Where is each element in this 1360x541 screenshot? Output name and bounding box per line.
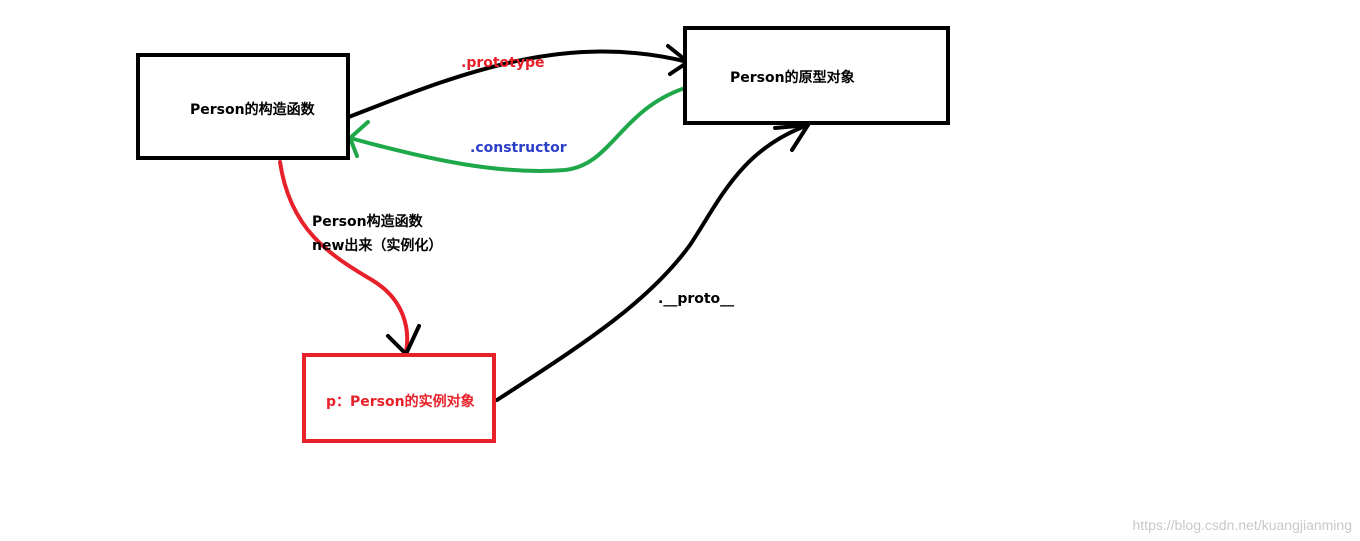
watermark: https://blog.csdn.net/kuangjianming [1132, 517, 1352, 533]
instance-node: p：Person的实例对象 [302, 353, 496, 443]
prototype-arrow [344, 49, 690, 120]
new-edge-label: Person构造函数 new出来（实例化） [312, 210, 442, 258]
new-arrow [278, 160, 410, 354]
constructor-node-label: Person的构造函数 [190, 102, 315, 118]
instance-node-label: p：Person的实例对象 [326, 394, 475, 410]
constructor-node: Person的构造函数 [136, 53, 350, 160]
constructor-edge-label: .constructor [470, 140, 567, 156]
proto-edge-label: .__proto__ [658, 291, 735, 307]
constructor-arrow [348, 86, 687, 173]
proto-arrow [495, 123, 810, 402]
new-edge-label-line1: Person构造函数 [312, 214, 423, 230]
new-edge-label-line2: new出来（实例化） [312, 238, 443, 254]
proto-arrowhead [773, 123, 810, 152]
prototype-edge-label: .prototype [461, 55, 545, 71]
prototype-node: Person的原型对象 [683, 26, 950, 125]
prototype-node-label: Person的原型对象 [730, 70, 855, 86]
new-arrowhead [386, 324, 421, 356]
constructor-arrowhead [348, 120, 370, 158]
